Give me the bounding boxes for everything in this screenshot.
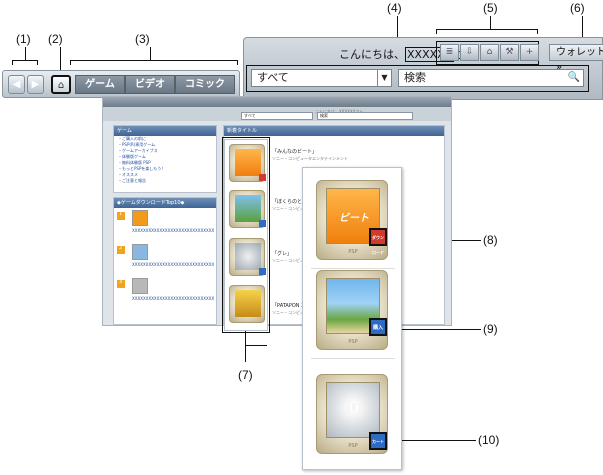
- tools-icon: ⚒: [505, 47, 514, 57]
- search-input[interactable]: 検索 🔍: [398, 69, 584, 87]
- ranking-thumb[interactable]: [132, 244, 148, 260]
- ranking-title[interactable]: XXXXXXXXXXXXXXXXXXXXXXXXXXXXXX: [132, 296, 215, 301]
- game-link[interactable]: ・ご注意と報告: [118, 178, 146, 183]
- house-icon: ⌂: [57, 80, 65, 91]
- game-thumb-large[interactable]: PSP: [316, 270, 388, 350]
- search-icon[interactable]: 🔍: [567, 72, 580, 83]
- cart-badge[interactable]: カート: [369, 432, 387, 450]
- ranking-panel: ◆ゲームダウンロードTop10◆ 1 XXXXXXXXXXXXXXXXXXXXX…: [113, 197, 217, 325]
- list-icon: ≣: [445, 47, 454, 57]
- forward-button[interactable]: ▶: [27, 75, 44, 94]
- game-link[interactable]: ・オススメ: [118, 172, 138, 177]
- store-header: こんにちは、XXXXXXさん ≣ ⇩ ⌂ ⚒ + ウォレット » すべて ▼ 検…: [243, 37, 603, 100]
- home-button[interactable]: ⌂: [51, 75, 71, 94]
- list-button[interactable]: ≣: [440, 44, 459, 61]
- ranking-title[interactable]: XXXXXXXXXXXXXXXXXXXXXXXXXXXXXX: [132, 262, 215, 267]
- download-icon: ダウンロード: [372, 235, 384, 255]
- buy-icon: 購入: [372, 325, 383, 331]
- callout-5: (5): [483, 1, 498, 15]
- download-icon: ⇩: [465, 47, 474, 57]
- tab-video[interactable]: ビデオ: [125, 75, 175, 94]
- add-button[interactable]: +: [520, 44, 539, 61]
- download-badge-mini[interactable]: [259, 174, 266, 181]
- triangle-left-icon: ◀: [12, 79, 21, 90]
- callout-6: (6): [570, 1, 585, 15]
- callout-2: (2): [48, 32, 63, 46]
- cart-badge-mini[interactable]: [259, 268, 266, 275]
- callout-3: (3): [135, 32, 150, 46]
- callout-1: (1): [16, 32, 31, 46]
- shot-category-select[interactable]: すべて: [241, 112, 313, 120]
- leader-3: [70, 60, 238, 65]
- new-titles-thumbnails: [224, 139, 268, 331]
- game-link[interactable]: ・無料体験版 PSP: [118, 160, 151, 165]
- back-button[interactable]: ◀: [8, 75, 25, 94]
- new-title[interactable]: 「ぼくらのとドウコウ」: [272, 199, 327, 205]
- new-title[interactable]: 「グレ」: [272, 251, 293, 257]
- ranking-title[interactable]: XXXXXXXXXXXXXXXXXXXXXXXXXXXXXX: [132, 228, 215, 233]
- game-link[interactable]: ・ゲームアーカイブス: [118, 148, 158, 153]
- shot-search-input[interactable]: 検索: [317, 112, 413, 120]
- leader-4: [397, 16, 398, 38]
- cart-icon: ⌂: [486, 47, 493, 57]
- nav-bar: ◀ ▶ ⌂ ゲーム ビデオ コミック: [2, 70, 240, 98]
- leader-2: [60, 47, 61, 77]
- leader-7: [245, 310, 246, 362]
- callout-10: (10): [478, 433, 500, 447]
- callout-8: (8): [483, 233, 498, 247]
- new-title[interactable]: 「みんなのビート」: [272, 149, 318, 155]
- game-link[interactable]: ・ご購入の前に: [118, 136, 146, 141]
- category-select[interactable]: すべて ▼: [251, 69, 392, 87]
- game-thumb[interactable]: [229, 285, 265, 323]
- game-link[interactable]: ・PSP(R)専用ゲーム: [118, 142, 156, 147]
- callout-9: (9): [483, 322, 498, 336]
- game-thumb-large[interactable]: ビート PSP: [316, 180, 388, 260]
- leader-10: [385, 440, 476, 441]
- leader-9: [385, 329, 481, 330]
- callout-4: (4): [387, 1, 402, 15]
- buy-badge[interactable]: 購入: [369, 318, 387, 336]
- leader-1: [12, 60, 38, 65]
- game-panel: ゲーム ・ご購入の前に ・PSP(R)専用ゲーム ・ゲームアーカイブス ・体験版…: [113, 125, 217, 193]
- game-link[interactable]: ・体験版ゲーム: [118, 154, 146, 159]
- download-button[interactable]: ⇩: [460, 44, 479, 61]
- zoomed-thumbnails: ビート PSP ダウンロード PSP 購入 0 PSP カート: [302, 167, 402, 470]
- buy-badge-mini[interactable]: [259, 220, 266, 227]
- ranking-thumb[interactable]: [132, 278, 148, 294]
- chevron-down-icon: ▼: [377, 70, 391, 86]
- cart-button[interactable]: ⌂: [480, 44, 499, 61]
- ranking-thumb[interactable]: [132, 210, 148, 226]
- add-icon: +: [525, 47, 534, 57]
- leader-5: [436, 29, 538, 34]
- tab-game[interactable]: ゲーム: [75, 75, 125, 94]
- game-thumb[interactable]: [229, 144, 265, 182]
- triangle-right-icon: ▶: [31, 79, 40, 90]
- tab-comic[interactable]: コミック: [175, 75, 235, 94]
- cart-icon: カート: [372, 439, 384, 444]
- tools-button[interactable]: ⚒: [500, 44, 519, 61]
- game-link[interactable]: ・もっとPSPを楽しもう！: [118, 166, 166, 171]
- callout-7: (7): [238, 368, 253, 382]
- wallet-button[interactable]: ウォレット »: [549, 44, 603, 73]
- download-badge[interactable]: ダウンロード: [369, 228, 387, 255]
